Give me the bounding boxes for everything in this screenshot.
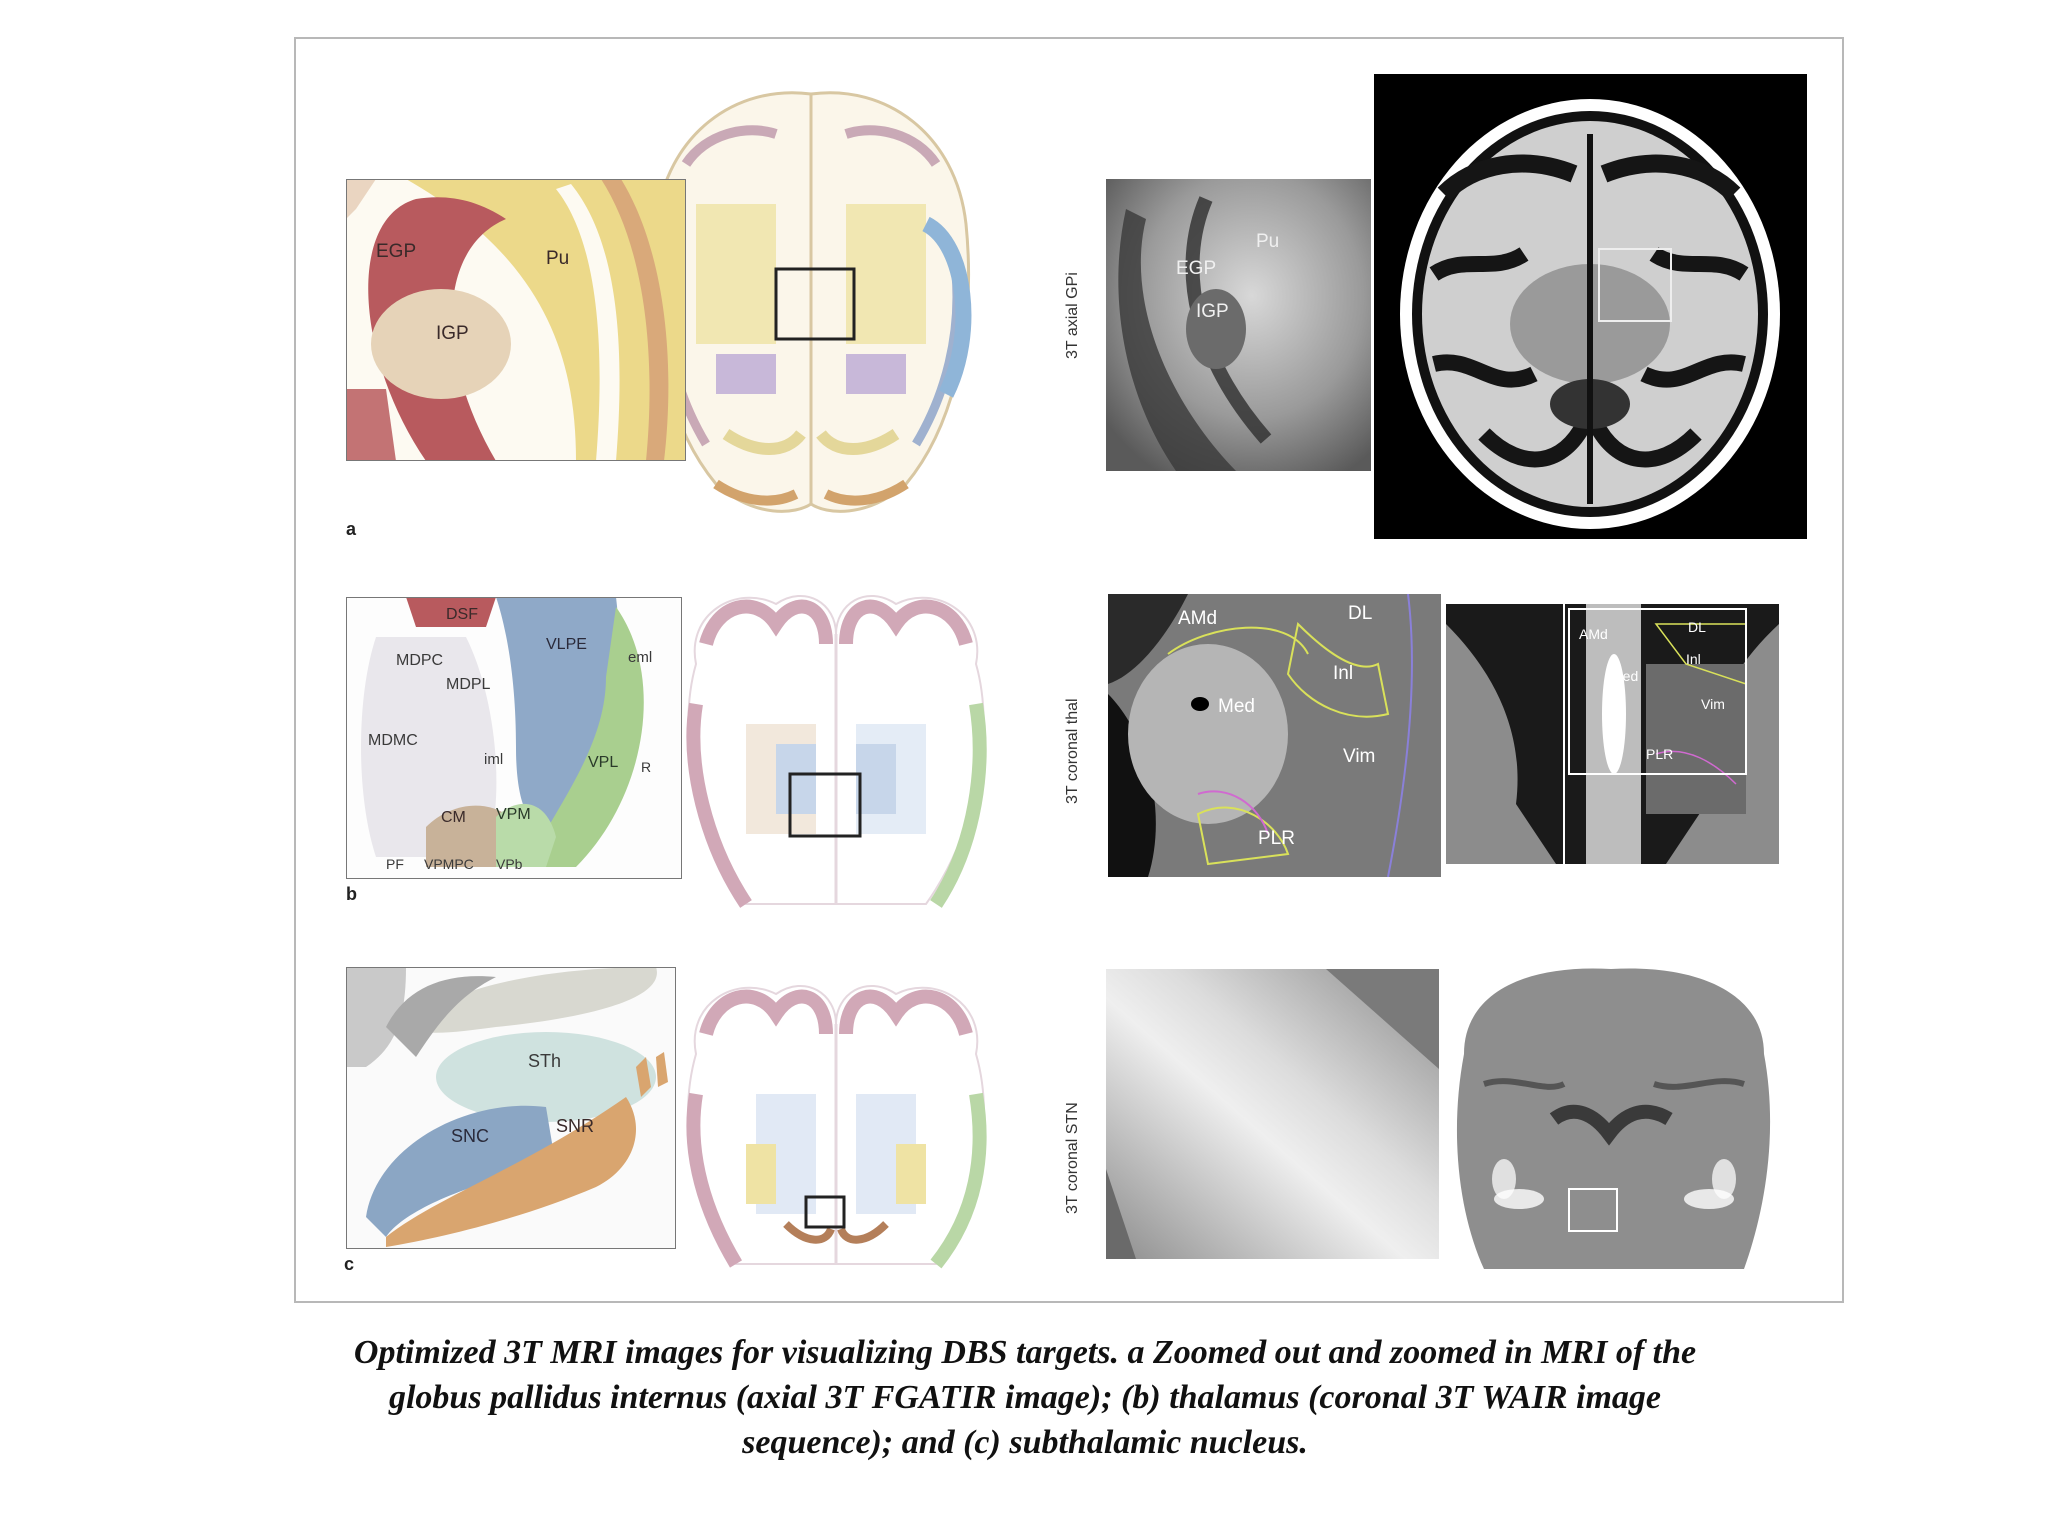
atlas-label-mdpl: MDPL	[446, 676, 491, 693]
mri-label-egp: EGP	[1176, 258, 1216, 279]
mri-small-label-amd: AMd	[1579, 626, 1608, 642]
panel-a-mri-zoom: Pu EGP IGP	[1106, 179, 1371, 471]
panel-c-mri-label: 3T coronal STN	[1064, 1102, 1081, 1214]
mri-label-dl: DL	[1348, 603, 1372, 624]
figure-caption: Optimized 3T MRI images for visualizing …	[353, 1334, 1697, 1461]
atlas-label-vpm: VPM	[496, 806, 531, 823]
mri-label-plr: PLR	[1258, 828, 1295, 849]
panel-b-mri-zoom: AMd DL Inl Med Vim PLR	[1108, 594, 1441, 877]
atlas-label-r: R	[641, 759, 651, 775]
atlas-label-vpl: VPL	[588, 754, 618, 771]
panel-c-coronal-atlas	[686, 984, 987, 1269]
panel-c-mri-coronal	[1444, 964, 1779, 1269]
panel-a-atlas-inset: EGP Pu IGP	[346, 179, 686, 461]
atlas-label-dsf: DSF	[446, 606, 478, 623]
panel-c-atlas-inset: STh SNC SNR	[346, 967, 676, 1249]
panel-a-mri-label: 3T axial GPi	[1064, 272, 1081, 359]
atlas-label-pf: PF	[386, 856, 404, 872]
atlas-label-cm: CM	[441, 809, 466, 826]
mri-small-label-vim: Vim	[1701, 696, 1725, 712]
atlas-label-mdpc: MDPC	[396, 652, 443, 669]
panel-b-letter: b	[346, 884, 357, 904]
mri-small-label-med: Med	[1611, 668, 1638, 684]
atlas-label-vpb: VPb	[496, 856, 523, 872]
mri-small-label-inl: Inl	[1686, 651, 1701, 667]
panel-b-mri-label: 3T coronal thal	[1064, 698, 1081, 804]
atlas-label-vpmpc: VPMPC	[424, 856, 474, 872]
mri-label-igp: IGP	[1196, 301, 1229, 322]
mri-label-pu: Pu	[1256, 231, 1279, 252]
atlas-label-snr: SNR	[556, 1116, 594, 1136]
panel-c-mri-zoom	[1106, 969, 1439, 1259]
mri-label-vim: Vim	[1343, 746, 1375, 767]
atlas-label-egp: EGP	[376, 241, 416, 262]
mri-label-inl: Inl	[1333, 663, 1353, 684]
atlas-label-sth: STh	[528, 1051, 561, 1071]
atlas-label-vlpe: VLPE	[546, 636, 587, 653]
panel-c-letter: c	[344, 1254, 355, 1274]
panel-b-atlas-inset: DSF MDPC MDPL VLPE eml MDMC iml VPL R CM…	[346, 597, 682, 879]
atlas-label-iml: iml	[484, 751, 503, 768]
mri-label-amd: AMd	[1178, 608, 1217, 629]
atlas-label-igp: IGP	[436, 323, 469, 344]
mri-label-med: Med	[1218, 696, 1255, 717]
panel-a-mri-axial	[1374, 74, 1807, 539]
mri-small-label-dl: DL	[1688, 619, 1706, 635]
atlas-label-snc: SNC	[451, 1126, 489, 1146]
atlas-label-mdmc: MDMC	[368, 732, 418, 749]
atlas-label-eml: eml	[628, 649, 652, 666]
panel-b-mri-coronal: AMd DL Inl Med Vim PLR	[1446, 604, 1779, 864]
panel-b-coronal-atlas	[686, 594, 987, 908]
figure-frame: EGP Pu IGP a 3T axial GPi Pu EGP IGP	[294, 37, 1844, 1303]
atlas-label-pu: Pu	[546, 248, 569, 269]
panel-a-letter: a	[346, 519, 357, 539]
mri-small-label-plr: PLR	[1646, 746, 1673, 762]
